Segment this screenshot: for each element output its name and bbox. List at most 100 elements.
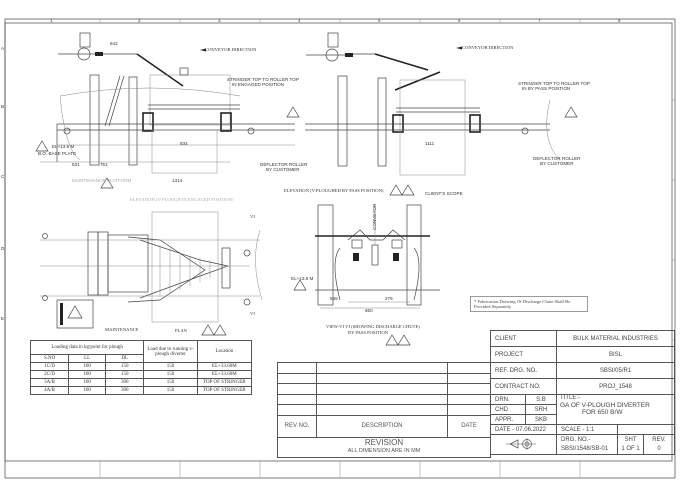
loading-header: Loading data in kg/point for plough — [29, 340, 145, 355]
appr-value: SKB — [525, 414, 557, 425]
grid-ticks — [99, 19, 675, 478]
cell: 300 — [105, 378, 145, 387]
project-label: PROJECT — [490, 346, 557, 363]
load-header: Load due to running v-plough diverter — [143, 340, 198, 363]
maintenance-label: MAINTENANCE — [105, 327, 139, 332]
client-value: BULK MATERIAL INDUSTRIES — [556, 330, 675, 347]
dimension: 631 — [72, 162, 80, 167]
bypass-position-label: IN BY PASS POSITION — [522, 86, 570, 91]
dimension: 834 — [180, 141, 188, 146]
elevation-engaged-view — [40, 32, 295, 174]
deflector-roller-label-right: DEFLECTOR ROLLER — [533, 156, 581, 161]
conveyor-direction-label-right: CONVEYOR DIRECTION — [462, 45, 514, 50]
drg-no-value: SBSI/1548/SB-01 — [561, 445, 609, 452]
fabrication-note: * Fabrication Drawing Of Discharge Chute… — [470, 296, 588, 312]
stringer-label-bypass: STRINGER TOP TO ROLLER TOP — [518, 81, 590, 86]
cell: 100 — [68, 362, 107, 371]
cell: 150 — [105, 370, 145, 379]
units-note: ALL DIMENSION ARE IN MM — [347, 448, 421, 454]
rev-value: 0 — [657, 445, 661, 452]
view-vi-title: VIEW-VI VI (SHOWING DISCHARGE CHUTE) — [326, 324, 420, 329]
description-header: DESCRIPTION — [316, 414, 448, 438]
base-el-label: EL+13.5 M — [52, 144, 75, 149]
stringer-label-engaged: STRINGER TOP TO ROLLER TOP — [227, 77, 299, 82]
appr-label: APPR. — [490, 414, 526, 425]
contract-label: CONTRACT NO. — [490, 378, 557, 395]
cell: 2C/D — [29, 370, 70, 379]
engaged-position-label: IN ENGAGED POSITION — [232, 82, 284, 87]
ref-drg-label: REF. DRG. NO. — [490, 362, 557, 379]
dimension: 545 — [330, 296, 338, 301]
elevation-bypass-view — [305, 32, 561, 176]
cell: 100 — [68, 378, 107, 387]
base-plate-label: B.O. BASE PLATE — [38, 151, 76, 156]
dimension: 842 — [110, 41, 118, 46]
date-value: DATE - 07.06.2022 — [490, 424, 557, 435]
grid-col-2: 2 — [138, 18, 141, 23]
grid-row-c: C — [1, 174, 5, 179]
cell: 1C/D — [29, 362, 70, 371]
view-vi-subtitle: BY PASS POSITION — [348, 330, 389, 335]
grid-row-a: A — [1, 46, 5, 51]
ref-drg-value: SBSI/05/R1 — [556, 362, 675, 379]
revision-title: REVISION — [364, 438, 404, 447]
inner-frame — [4, 22, 673, 462]
clients-scope-label: CLIENT'S SCOPE — [425, 191, 463, 196]
chd-value: SRH — [525, 404, 557, 415]
deflector-roller-label-left: DEFLECTOR ROLLER — [260, 162, 308, 167]
cell: 150 — [105, 362, 145, 371]
rev-no-header: REV NO. — [277, 414, 317, 438]
grid-row-d: D — [1, 246, 5, 251]
section-mark-bottom: VI — [250, 311, 255, 316]
cell: 150 — [143, 362, 198, 371]
sht-value: 1 OF 1 — [621, 445, 640, 452]
grid-row-b: B — [1, 104, 4, 109]
conveyor-label: CONVEYOR — [372, 203, 377, 230]
scale-value: SCALE - 1:1 — [556, 424, 618, 435]
client-label: CLIENT — [490, 330, 557, 347]
cell: EL+33.60M — [196, 362, 253, 371]
col-dl: DL — [105, 354, 145, 363]
revision-block: REV NO. DESCRIPTION DATE REVISION ALL DI… — [277, 362, 491, 458]
conveyor-direction-label-left: CONVEYOR DIRECTION — [205, 47, 257, 52]
section-view-vi — [315, 204, 440, 309]
grid-col-1: 1 — [50, 18, 53, 23]
plan-title: PLAN — [175, 328, 188, 333]
grid-col-7: 7 — [538, 18, 541, 23]
maintenance-platform-label: MAINTENANCE PLATFORM — [72, 178, 132, 183]
contract-value: PROJ_1548 — [556, 378, 675, 395]
cell: 3A/B — [29, 378, 70, 387]
plan-view — [40, 211, 263, 329]
arrow-left-icon — [200, 48, 206, 52]
cell: 100 — [68, 370, 107, 379]
title-line-2: FOR 650 B/W — [582, 409, 623, 416]
cell: 150 — [143, 386, 198, 395]
grid-col-8: 8 — [618, 18, 621, 23]
date-header: DATE — [447, 414, 491, 438]
grid-row-e: E — [1, 316, 4, 321]
by-customer-label-right: BY CUSTOMER — [540, 161, 574, 166]
cell: 150 — [143, 370, 198, 379]
dimension: 751 — [100, 162, 108, 167]
dimension: 1314 — [172, 178, 183, 183]
cell: 150 — [143, 378, 198, 387]
grid-col-6: 6 — [458, 18, 461, 23]
section-mark-top: VI — [250, 214, 255, 219]
cell: TOP OF STRINGER — [196, 378, 253, 387]
el-right-label: EL+13.5 M — [291, 276, 314, 281]
arrow-left-icon — [456, 46, 462, 50]
grid-col-3: 3 — [218, 18, 221, 23]
cell: TOP OF STRINGER — [196, 386, 253, 395]
dimension: 650 — [365, 308, 373, 313]
elevation-engaged-title: ELEVATION (V-PLOUGH IN ENGAGED POSITION) — [130, 197, 234, 202]
third-angle-projection-icon — [505, 437, 536, 450]
rev-label: REV. — [652, 436, 666, 443]
drn-label: DRN. — [490, 394, 526, 405]
col-sno: S.NO — [29, 354, 70, 363]
title-line-1: GA OF V-PLOUGH DIVERTER — [560, 402, 650, 409]
